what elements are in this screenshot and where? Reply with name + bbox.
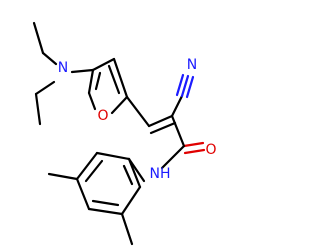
nitrile-triple-bond-a	[180, 74, 190, 98]
aryl-bond-5	[120, 185, 142, 216]
aryl-bond-6-inner	[122, 164, 134, 186]
aryl-bond-1	[95, 151, 131, 161]
nitrile-triple-bond-c	[175, 73, 185, 97]
vinyl-double-bond-b	[149, 121, 177, 135]
furan-bond-2	[87, 91, 97, 111]
bond-carbonyl-to-nh	[160, 144, 186, 170]
aryl-bond-2-inner	[84, 159, 104, 183]
molecule-drawing: N O N O NH	[32, 21, 217, 246]
carbonyl-double-bond-a	[182, 141, 205, 148]
bond-to-nitrile-carbon	[170, 94, 184, 118]
bond-amine-to-furan	[70, 68, 95, 74]
bond-furan-to-vinyl	[125, 95, 151, 128]
furan-bond-1	[87, 68, 95, 95]
atom-label-furan-oxygen: O	[97, 108, 108, 124]
bond-ethyl-upper-b	[41, 51, 58, 66]
nitrile-triple-bond-b	[185, 75, 195, 99]
aryl-bond-4-inner	[91, 199, 120, 207]
carbonyl-double-bond-b	[183, 148, 206, 155]
furan-bond-5	[91, 57, 116, 72]
furan-bond-4-inner	[107, 64, 121, 95]
bond-ethyl-upper-a	[32, 21, 45, 55]
bond-ethyl-lower-a	[34, 80, 56, 96]
furan-bond-3	[110, 95, 129, 115]
bond-ethyl-lower-b	[34, 92, 42, 126]
atom-label-nitrile-nitrogen: N	[187, 57, 197, 73]
aryl-bond-4	[87, 207, 124, 216]
bond-vinyl-to-carbonyl	[170, 114, 186, 148]
methyl-bond-para	[47, 172, 79, 181]
aryl-bond-3	[75, 177, 91, 211]
atom-label-amine-nitrogen: N	[58, 60, 68, 76]
vinyl-double-bond-a	[147, 114, 174, 128]
methyl-bond-ortho	[120, 212, 134, 246]
atom-label-carbonyl-oxygen: O	[205, 142, 216, 158]
furan-bond-4	[112, 57, 129, 99]
furan-bond-1-inner	[94, 71, 102, 91]
atom-label-amide-nh: NH	[150, 166, 171, 182]
chemical-structure-canvas: N O N O NH	[32, 21, 217, 246]
aryl-bond-6	[127, 157, 142, 189]
aryl-bond-2	[75, 151, 99, 181]
